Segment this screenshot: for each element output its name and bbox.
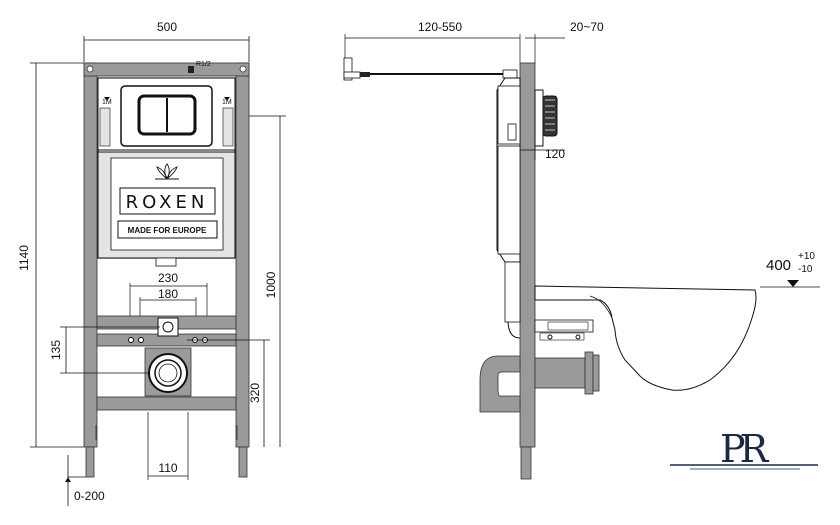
height-dimension: 1140 [17, 62, 84, 448]
right-foot [238, 446, 248, 478]
height-label: 1140 [17, 245, 31, 271]
bowl-height-dimension: 400 +10 -10 [760, 251, 820, 288]
outlet-width-dimension: 110 [147, 412, 189, 480]
top-crossbar [83, 62, 250, 77]
side-post [519, 62, 536, 448]
flush-button-side [542, 95, 558, 137]
side-view: 120-550 20~70 [343, 20, 820, 480]
frame-height-dimension: 1000 [249, 115, 286, 447]
bracket-inner-label: 180 [158, 287, 178, 301]
bracket-outer-label: 230 [158, 271, 178, 285]
bowl-tolerance-minus: -10 [798, 264, 813, 275]
depth-label: 120-550 [418, 20, 462, 34]
foot-adjust-label: 0-200 [74, 489, 105, 503]
left-post [83, 62, 98, 448]
wall-gap-label: 20~70 [570, 20, 604, 34]
pr-logo: PR [670, 427, 818, 471]
pipe-label: R1/2 [196, 61, 211, 68]
bowl-tolerance-plus: +10 [798, 251, 815, 262]
depth-dimension: 120-550 [344, 20, 521, 64]
bracket-dimensions: 230 180 [129, 271, 208, 320]
front-view: 500 1140 R1/2 1M 1M [17, 20, 286, 506]
width-label: 500 [157, 20, 177, 34]
made-label: MADE FOR EUROPE [128, 226, 207, 235]
lotus-logo [155, 163, 179, 180]
frame-height-label: 1000 [264, 271, 278, 298]
cistern-depth-label: 120 [545, 147, 565, 161]
drain-height-label: 135 [49, 340, 63, 360]
foot-adjust-dimension: 0-200 [65, 455, 105, 506]
outlet-height-label: 320 [248, 383, 262, 403]
bowl-height-label: 400 [766, 257, 791, 274]
outlet-height-dimension: 320 [187, 339, 270, 447]
drain-elbow [479, 355, 521, 413]
wall-gap-dimension: 20~70 [525, 20, 604, 64]
drain-height-dimension: 135 [49, 326, 160, 374]
left-foot [85, 446, 95, 478]
valve-label-right: 1M [222, 99, 232, 106]
width-dimension: 500 [83, 20, 250, 62]
bottom-crossbar [96, 396, 237, 411]
valve-label-left: 1M [102, 99, 112, 106]
outlet-width-label: 110 [158, 461, 177, 475]
brand-label: ROXEN [126, 192, 209, 213]
